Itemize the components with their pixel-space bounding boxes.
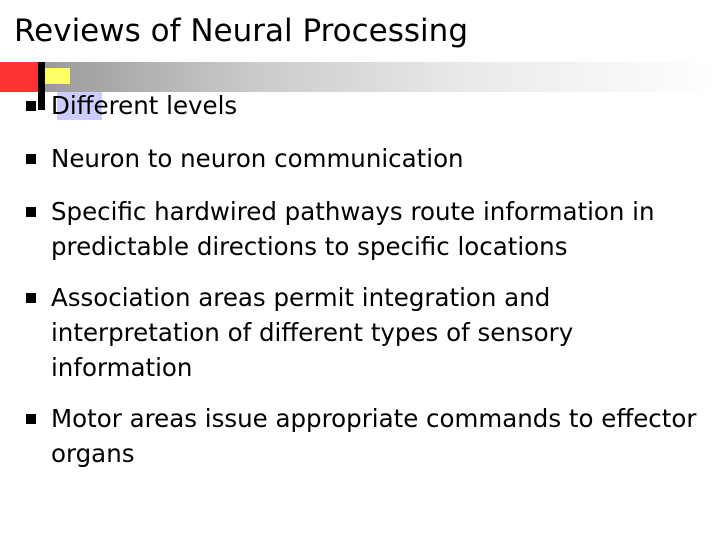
bullet-list: Different levels Neuron to neuron commun…	[26, 88, 716, 487]
square-bullet-icon	[26, 414, 36, 424]
decorative-red-block	[0, 62, 44, 92]
slide-title: Reviews of Neural Processing	[14, 13, 468, 49]
square-bullet-icon	[26, 154, 36, 164]
list-item-label: Association areas permit integration and…	[51, 283, 574, 382]
list-item: Specific hardwired pathways route inform…	[26, 194, 716, 264]
list-item: Motor areas issue appropriate commands t…	[26, 401, 716, 471]
decorative-lavender-highlight	[57, 92, 102, 120]
square-bullet-icon	[26, 293, 36, 303]
decorative-yellow-block	[44, 68, 70, 84]
decorative-gradient-band	[44, 62, 720, 92]
list-item-label: Specific hardwired pathways route inform…	[51, 197, 655, 261]
square-bullet-icon	[26, 207, 36, 217]
list-item-label: Neuron to neuron communication	[51, 144, 464, 173]
decorative-black-bar	[38, 62, 45, 110]
list-item-label: Different levels	[51, 91, 238, 120]
list-item: Neuron to neuron communication	[26, 141, 716, 176]
list-item: Different levels	[26, 88, 716, 123]
list-item-label: Motor areas issue appropriate commands t…	[51, 404, 697, 468]
square-bullet-icon	[26, 101, 36, 111]
list-item: Association areas permit integration and…	[26, 280, 716, 385]
